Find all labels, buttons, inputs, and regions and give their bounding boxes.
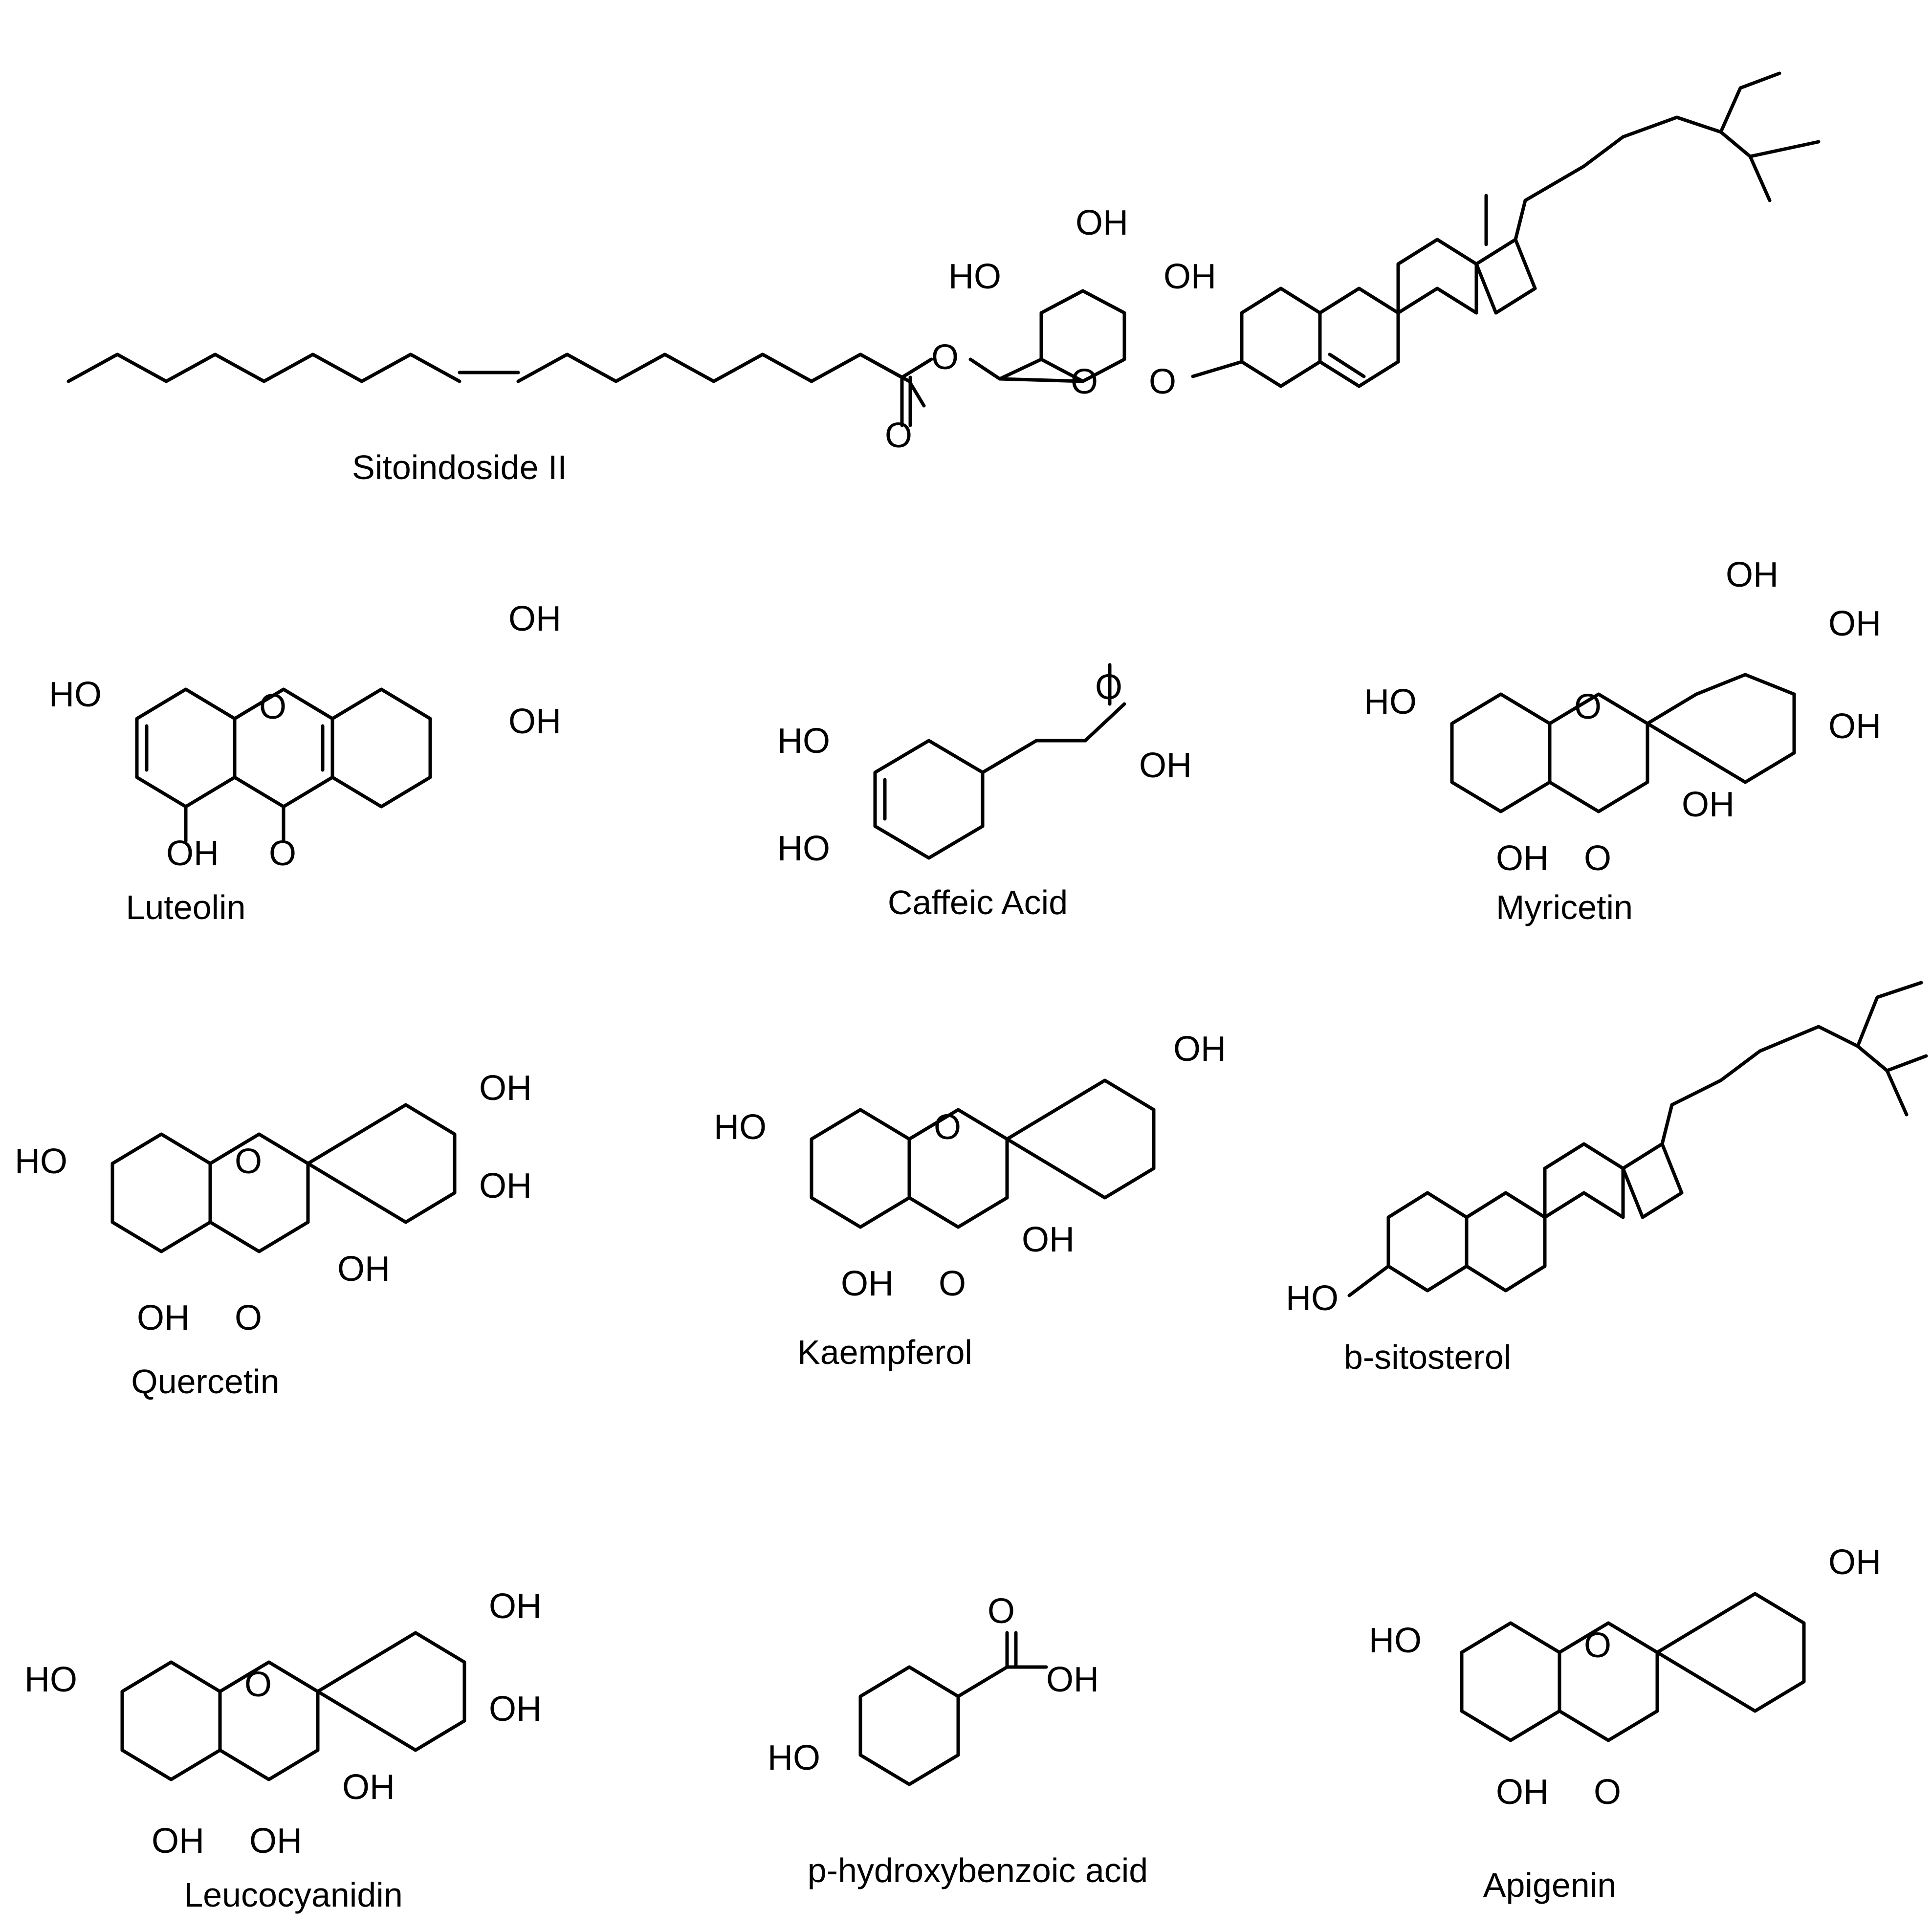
structure-luteolin <box>135 687 432 843</box>
atom-label: OH <box>1828 1543 1881 1582</box>
atom-label: O <box>269 834 296 873</box>
atom-label: OH <box>1682 785 1734 824</box>
atom-label: O <box>235 1298 262 1338</box>
compound-name: Quercetin <box>131 1362 279 1401</box>
atom-label: O <box>259 687 286 726</box>
atom-label: HO <box>49 675 102 714</box>
atom-label: OH <box>337 1250 390 1289</box>
atom-label: HO <box>24 1660 77 1699</box>
atom-label: OH <box>489 1587 542 1626</box>
atom-label: O <box>931 338 959 377</box>
atom-label: OH <box>1046 1660 1099 1699</box>
atom-label: OH <box>1828 707 1881 746</box>
atom-label: O <box>885 416 912 455</box>
compound-name: p-hydroxybenzoic acid <box>808 1851 1148 1889</box>
atom-label: OH <box>508 599 561 638</box>
compound-name: Sitoindoside II <box>352 448 567 486</box>
structure-p-hydroxybenzoic-acid <box>858 1631 1048 1786</box>
atom-label: OH <box>1076 203 1128 242</box>
atom-label: O <box>1584 1626 1611 1665</box>
compound-name: Myricetin <box>1496 888 1633 926</box>
atom-label: HO <box>768 1738 820 1778</box>
compound-name: b-sitosterol <box>1344 1338 1511 1376</box>
atom-label: OH <box>1164 257 1216 296</box>
atom-label: OH <box>1828 604 1881 643</box>
structure-b-sitosterol <box>1347 981 1928 1297</box>
atom-label: O <box>235 1142 262 1181</box>
atom-label: HO <box>1286 1279 1339 1318</box>
structure-sitoindoside-ii <box>66 71 1821 427</box>
structure-leucocyanidin <box>120 1631 466 1781</box>
atom-label: OH <box>508 702 561 741</box>
atom-label: O <box>1584 839 1611 878</box>
atom-label: O <box>934 1108 961 1147</box>
atom-label: OH <box>1139 746 1192 785</box>
atom-label: HO <box>714 1108 767 1147</box>
atom-label: OH <box>137 1298 190 1338</box>
atom-label: O <box>1594 1773 1621 1812</box>
structure-myricetin <box>1450 673 1796 813</box>
structure-apigenin <box>1460 1592 1806 1742</box>
compound-name: Kaempferol <box>797 1333 972 1371</box>
compound-name: Apigenin <box>1483 1866 1616 1904</box>
atom-label: HO <box>1369 1621 1422 1660</box>
compound-name: Leucocyanidin <box>184 1876 403 1914</box>
atom-label: O <box>1574 687 1602 726</box>
atom-label: O <box>1071 362 1098 401</box>
atom-label: OH <box>1726 555 1778 594</box>
atom-label: O <box>244 1665 272 1704</box>
atom-label: OH <box>342 1768 395 1807</box>
atom-label: HO <box>15 1142 67 1181</box>
atom-label: OH <box>479 1166 532 1206</box>
atom-label: HO <box>777 722 830 761</box>
atom-label: OH <box>479 1069 532 1108</box>
atom-label: O <box>988 1592 1015 1631</box>
atom-label: OH <box>1496 1773 1549 1812</box>
atom-label: OH <box>152 1822 204 1861</box>
atom-label: O <box>1095 668 1122 707</box>
atom-label: HO <box>948 257 1001 296</box>
atom-label: OH <box>166 834 219 873</box>
atom-label: O <box>939 1264 966 1303</box>
compound-name: Caffeic Acid <box>888 883 1068 922</box>
structure-caffeic-acid <box>873 663 1126 860</box>
atom-label: OH <box>1496 839 1549 878</box>
structure-quercetin <box>110 1103 457 1253</box>
compound-name: Luteolin <box>126 888 245 926</box>
atom-label: OH <box>1022 1220 1075 1259</box>
atom-label: OH <box>489 1690 542 1729</box>
atom-label: OH <box>249 1822 302 1861</box>
atom-label: HO <box>777 829 830 868</box>
atom-label: OH <box>841 1264 894 1303</box>
atom-label: O <box>1149 362 1176 401</box>
atom-label: HO <box>1364 682 1417 722</box>
atom-label: OH <box>1173 1030 1226 1069</box>
structure-kaempferol <box>810 1078 1156 1229</box>
